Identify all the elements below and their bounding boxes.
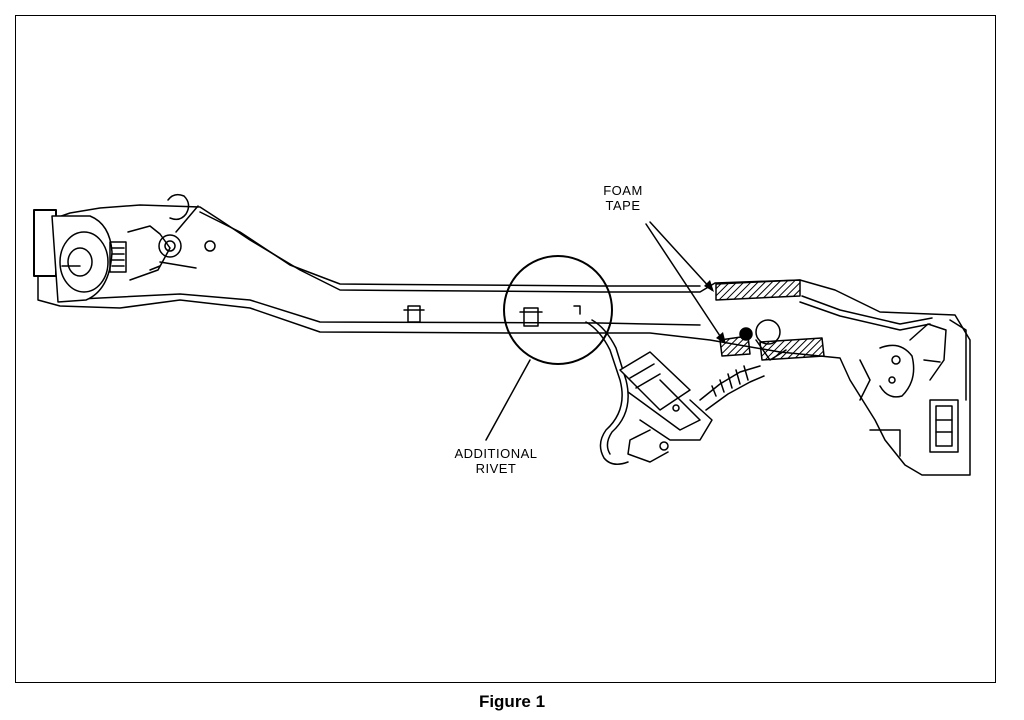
right-linkage [755, 295, 967, 457]
left-pivot [149, 193, 216, 271]
cable [585, 319, 629, 465]
additional-rivet-label: ADDITIONAL RIVET [436, 446, 556, 476]
foam-tape-label-line1: FOAM [603, 183, 643, 198]
rivets [403, 305, 581, 327]
figure-caption: Figure 1 [478, 692, 546, 711]
figure-frame [15, 15, 996, 683]
bracket-outline [37, 204, 971, 476]
foam-tape-label-line2: TAPE [605, 198, 641, 213]
foam-tape-blocks [715, 279, 825, 361]
foam-tape-label: FOAM TAPE [588, 183, 658, 213]
rivet-detail-circle [503, 255, 613, 365]
arrowheads [704, 280, 726, 344]
left-end-assembly [33, 209, 171, 303]
motor-assembly [619, 351, 765, 463]
additional-rivet-label-line1: ADDITIONAL [454, 446, 538, 461]
leader-lines [485, 221, 725, 441]
additional-rivet-label-line2: RIVET [475, 461, 517, 476]
